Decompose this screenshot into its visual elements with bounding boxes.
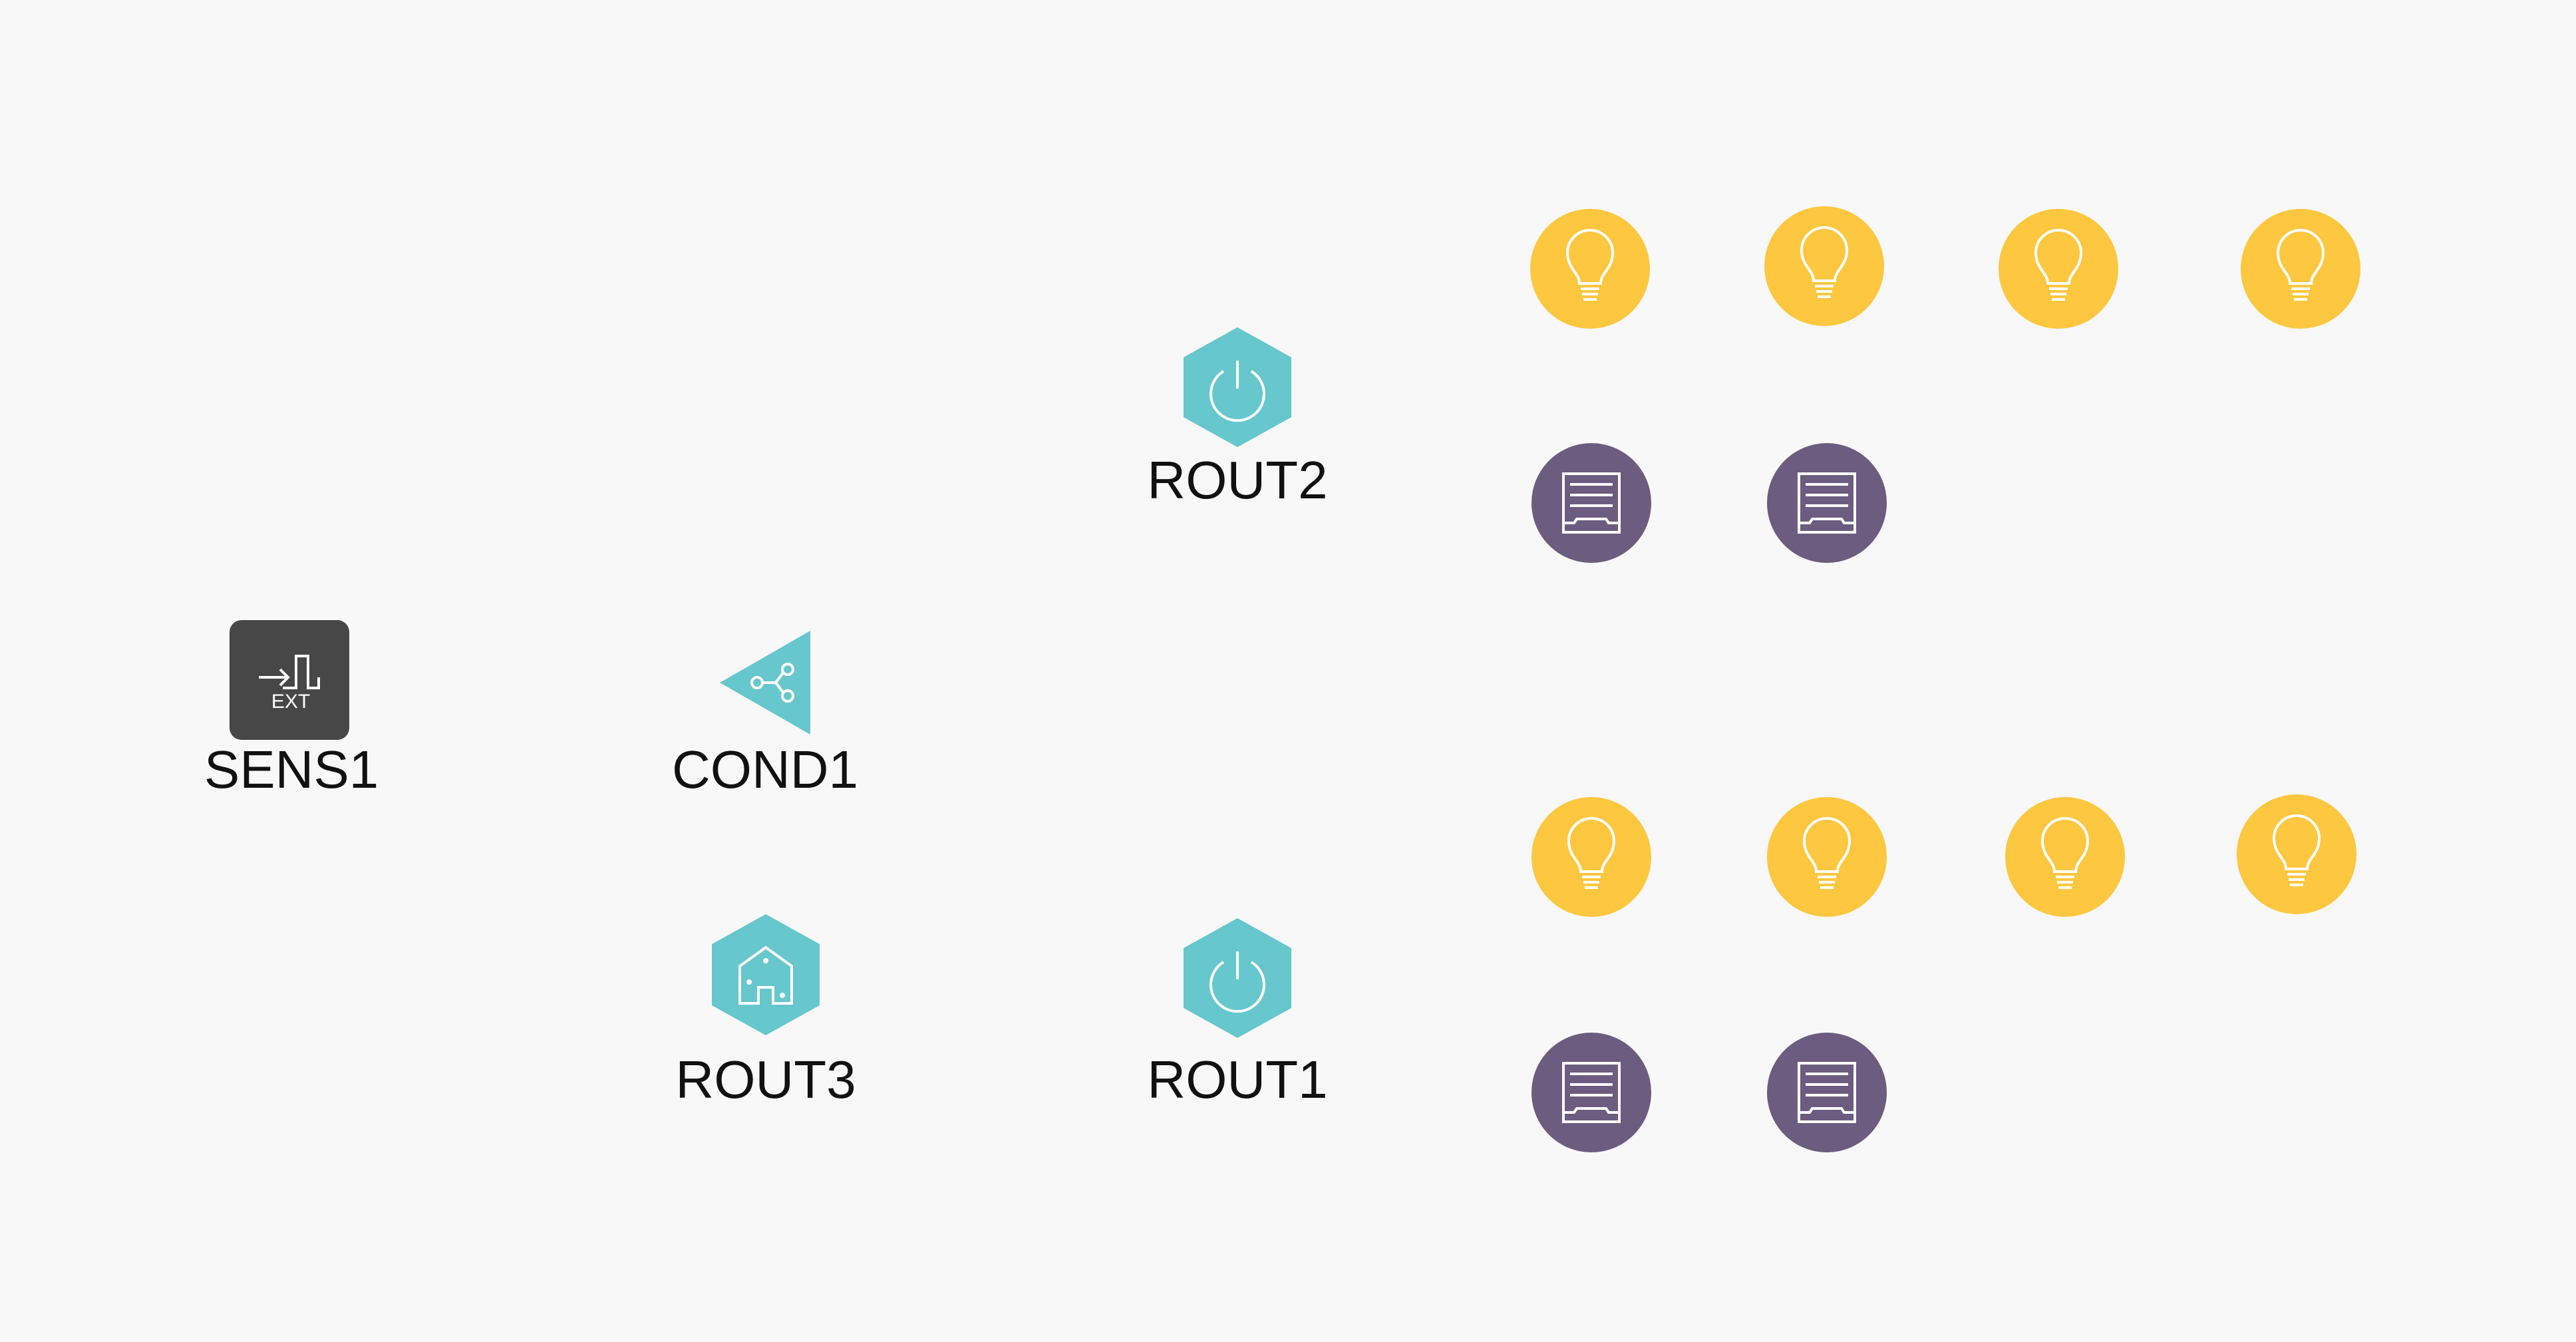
node-label-rout3: ROUT3: [675, 1050, 856, 1109]
blind-device[interactable]: [1531, 1033, 1651, 1152]
light-device[interactable]: [1530, 209, 1650, 329]
blind-icon: [1531, 443, 1651, 563]
light-device[interactable]: [1531, 797, 1651, 917]
lightbulb-icon: [2005, 797, 2125, 917]
blind-device[interactable]: [1531, 443, 1651, 563]
lightbulb-icon: [1999, 209, 2118, 329]
blind-icon: [1767, 1033, 1887, 1152]
lightbulb-icon: [2237, 794, 2356, 914]
node-label-cond1: COND1: [671, 740, 859, 799]
blind-icon: [1767, 443, 1887, 563]
light-device[interactable]: [1999, 209, 2118, 329]
branch-icon: [720, 631, 810, 735]
blind-device[interactable]: [1767, 1033, 1887, 1152]
power-icon: [1184, 918, 1291, 1038]
node-label-sens1: SENS1: [204, 740, 379, 799]
blind-device[interactable]: [1767, 443, 1887, 563]
lightbulb-icon: [2241, 209, 2360, 329]
lightbulb-icon: [1764, 206, 1884, 326]
node-label-rout1: ROUT1: [1147, 1050, 1328, 1109]
node-label-rout2: ROUT2: [1147, 450, 1328, 510]
lightbulb-icon: [1531, 797, 1651, 917]
router-node-rout1[interactable]: [1184, 918, 1291, 1038]
router-node-rout3[interactable]: [712, 914, 820, 1035]
light-device[interactable]: [2005, 797, 2125, 917]
light-device[interactable]: [2241, 209, 2360, 329]
ext-text: EXT: [271, 691, 310, 713]
ext-signal-icon: EXT: [230, 620, 349, 740]
light-device[interactable]: [2237, 794, 2356, 914]
power-icon: [1184, 327, 1291, 447]
sensor-node-sens1[interactable]: EXT: [230, 620, 349, 740]
light-device[interactable]: [1764, 206, 1884, 326]
condition-node-cond1[interactable]: [719, 629, 812, 736]
lightbulb-icon: [1530, 209, 1650, 329]
house-icon: [712, 914, 820, 1035]
blind-icon: [1531, 1033, 1651, 1152]
light-device[interactable]: [1767, 797, 1887, 917]
router-node-rout2[interactable]: [1184, 327, 1291, 447]
lightbulb-icon: [1767, 797, 1887, 917]
